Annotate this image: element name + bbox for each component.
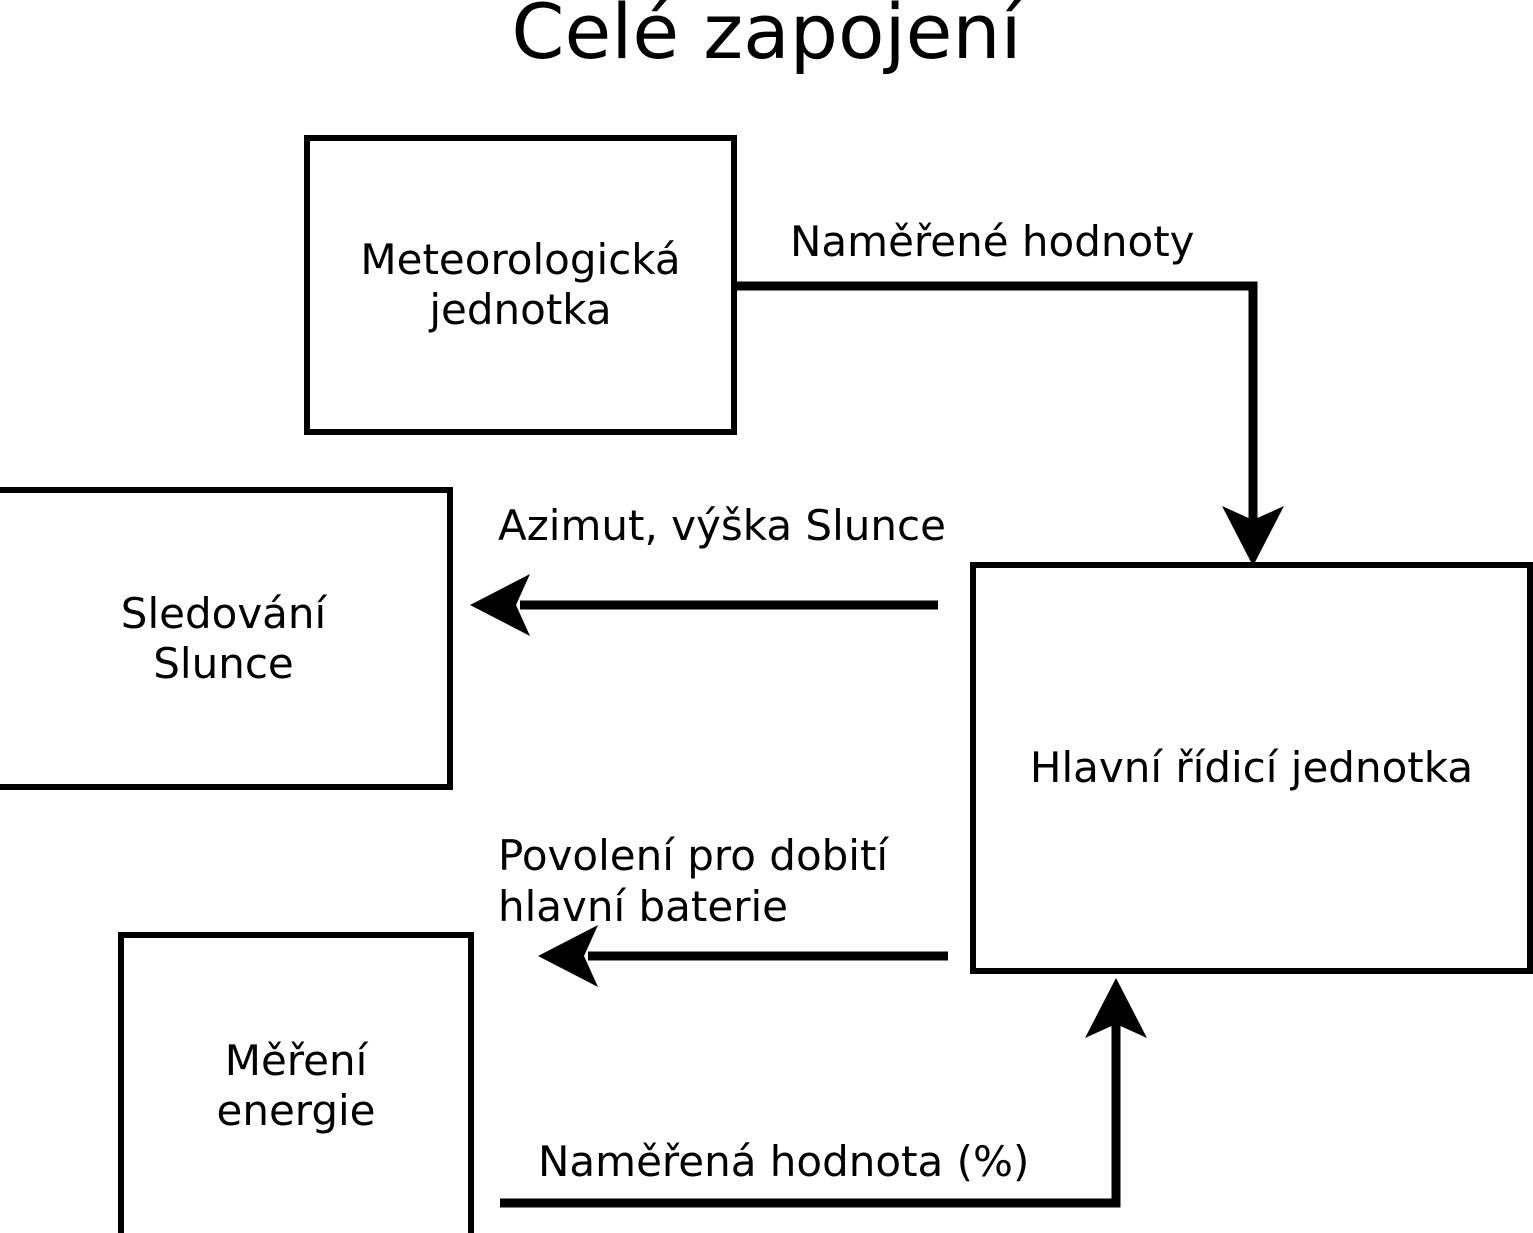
node-hlavni-ridici-jednotka[interactable]: Hlavní řídicí jednotka xyxy=(970,562,1533,974)
edge-label-azimuth-elevation: Azimut, výška Slunce xyxy=(498,501,946,550)
edge-measured-values xyxy=(735,281,1284,566)
edge-label-charge-permission: Povolení pro dobití hlavní baterie xyxy=(498,831,889,932)
edge-label-measured-percentage: Naměřená hodnota (%) xyxy=(538,1137,1030,1186)
edge-charge-permission xyxy=(538,925,948,987)
page-title: Celé zapojení xyxy=(511,0,1022,76)
edge-azimuth-elevation xyxy=(470,574,938,636)
node-label: Sledování Slunce xyxy=(120,588,327,688)
node-sledovani-slunce[interactable]: Sledování Slunce xyxy=(0,487,453,790)
edge-label-measured-values: Naměřené hodnoty xyxy=(790,217,1195,266)
node-label: Hlavní řídicí jednotka xyxy=(1029,743,1474,793)
node-label: Meteorologická jednotka xyxy=(360,235,681,334)
edge-measured-percentage xyxy=(500,978,1147,1208)
node-mereni-energie[interactable]: Měření energie xyxy=(118,932,474,1233)
node-meteorologicka-jednotka[interactable]: Meteorologická jednotka xyxy=(304,135,737,435)
node-label: Měření energie xyxy=(216,1035,376,1135)
